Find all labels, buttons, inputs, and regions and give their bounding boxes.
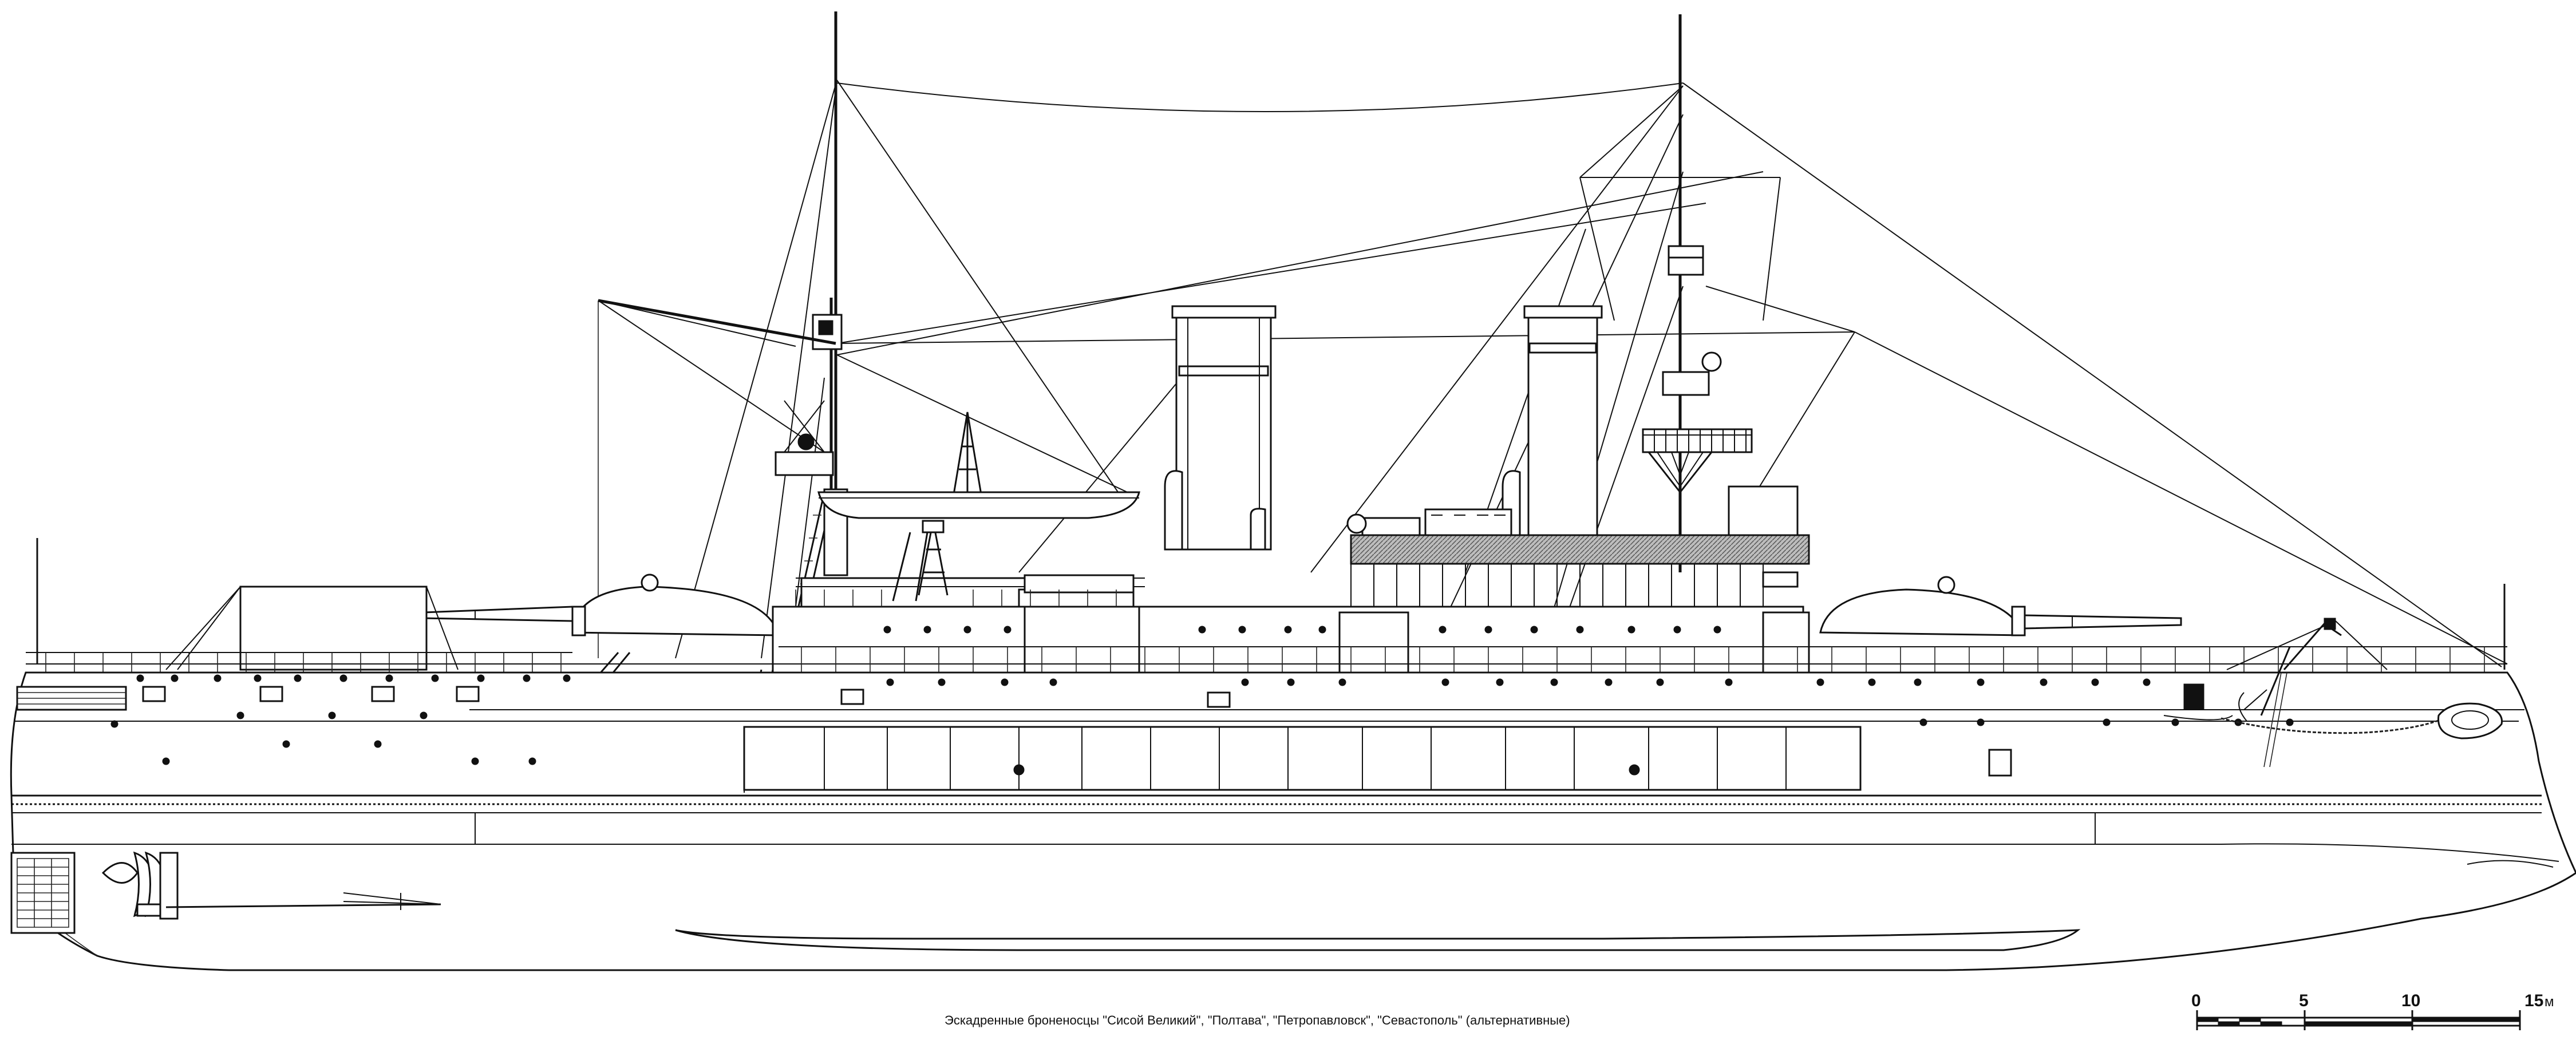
- scale-tick-10: 10: [2401, 991, 2420, 1010]
- fore-bridge: [796, 412, 1145, 625]
- jack-staffs: [36, 538, 2506, 670]
- scale-tick-0: 0: [2191, 991, 2201, 1010]
- scale-tick-15: 15: [2524, 991, 2543, 1010]
- portholes: [110, 674, 2294, 777]
- fore-turret: [422, 574, 780, 636]
- aft-turret: [1819, 576, 2182, 636]
- scale-tick-5: 5: [2299, 991, 2309, 1010]
- awnings: [177, 586, 2388, 671]
- drawing-caption: Эскадренные броненосцы "Сисой Великий", …: [945, 1013, 1570, 1027]
- scale-bar: 0 5 10 15 м: [2191, 991, 2554, 1030]
- fore-anchor-gear: [2163, 623, 2503, 768]
- aft-bridge: [1346, 485, 1810, 624]
- aft-funnel: [1502, 305, 1603, 551]
- hull: [10, 671, 2576, 971]
- fore-funnel: [1164, 305, 1277, 551]
- deck-railings: [26, 590, 2507, 673]
- scale-unit: м: [2545, 994, 2554, 1010]
- mainmast: [1642, 14, 1753, 572]
- stern: [10, 686, 441, 934]
- foremast: [598, 11, 843, 670]
